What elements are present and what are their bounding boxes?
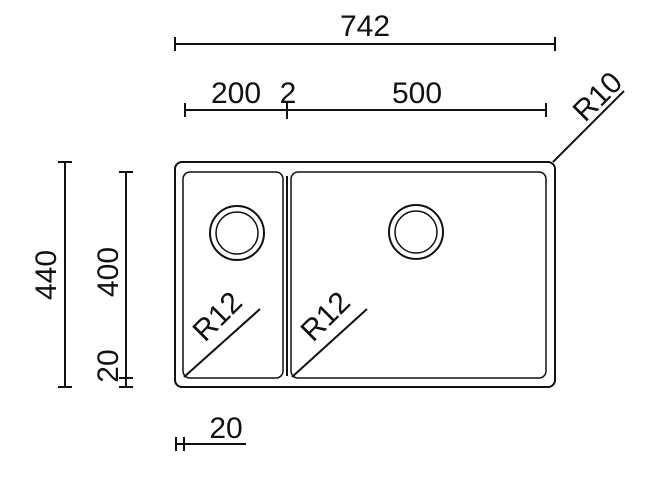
dimension-label-bottom-20: 20: [92, 349, 125, 382]
radius-label-left-bowl: R12: [187, 286, 249, 348]
sink-outline: [174, 161, 556, 388]
radius-outer-corner: R10: [552, 66, 629, 163]
dimension-label-2: 2: [280, 77, 297, 110]
dimension-side-rim: 20: [175, 412, 246, 451]
radius-label-right-bowl: R12: [295, 286, 357, 348]
dimension-label-742: 742: [340, 10, 390, 43]
dimension-overall-height: 440: [30, 161, 72, 388]
left-bowl: R12: [182, 171, 284, 379]
dimension-inner-height: 400 20: [92, 171, 133, 388]
dimension-label-500: 500: [392, 77, 442, 110]
right-drain: [388, 204, 444, 260]
dimension-label-440: 440: [30, 250, 63, 300]
dimension-label-400: 400: [92, 247, 125, 297]
dimension-bowl-widths: 200 2 500: [184, 77, 547, 119]
radius-label-r10: R10: [567, 66, 629, 128]
dimension-label-side-20: 20: [209, 412, 242, 445]
left-drain: [209, 205, 265, 261]
dimension-overall-width: 742: [174, 10, 556, 51]
dimension-label-200: 200: [211, 77, 261, 110]
right-bowl: R12: [290, 171, 547, 379]
